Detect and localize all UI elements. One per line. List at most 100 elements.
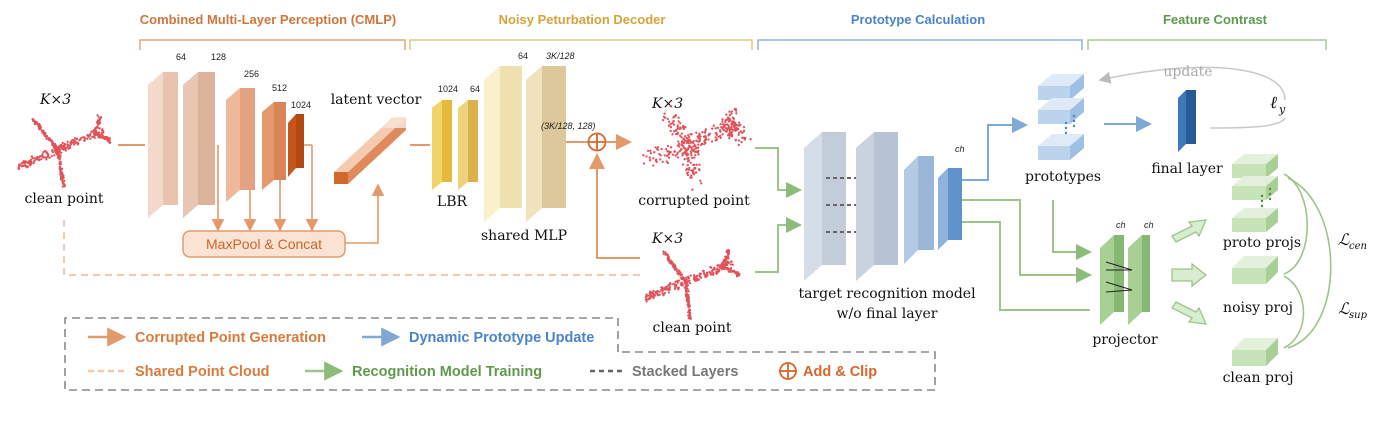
point bbox=[666, 161, 670, 165]
point bbox=[726, 127, 729, 130]
point bbox=[666, 259, 670, 262]
point bbox=[727, 125, 731, 129]
svg-text:ℒ: ℒ bbox=[1338, 230, 1350, 249]
point bbox=[735, 109, 738, 112]
point bbox=[729, 263, 732, 266]
point bbox=[674, 280, 677, 283]
point bbox=[692, 140, 695, 143]
point bbox=[687, 147, 690, 150]
point bbox=[741, 131, 744, 135]
point bbox=[736, 273, 739, 276]
point bbox=[86, 133, 89, 137]
point bbox=[653, 293, 656, 297]
point bbox=[688, 305, 691, 308]
point bbox=[715, 272, 718, 275]
point bbox=[684, 293, 687, 296]
point bbox=[685, 167, 689, 170]
svg-text:latent vector: latent vector bbox=[331, 92, 422, 108]
point bbox=[725, 113, 728, 116]
point bbox=[42, 150, 45, 154]
point bbox=[704, 138, 708, 141]
cmlp-layer-1024: 1024 bbox=[288, 100, 311, 177]
point bbox=[98, 117, 102, 120]
point bbox=[742, 125, 746, 129]
point bbox=[716, 126, 720, 129]
point bbox=[60, 167, 63, 171]
point bbox=[97, 135, 100, 138]
point bbox=[102, 137, 105, 140]
svg-text:64: 64 bbox=[518, 51, 528, 61]
point bbox=[709, 271, 712, 274]
point bbox=[666, 253, 669, 257]
point bbox=[735, 112, 738, 115]
point bbox=[64, 149, 68, 152]
point bbox=[45, 137, 48, 140]
projector: ch ch projector bbox=[1092, 220, 1158, 348]
point bbox=[681, 152, 684, 155]
point bbox=[646, 149, 650, 153]
point bbox=[714, 127, 717, 130]
point bbox=[655, 160, 658, 163]
point bbox=[702, 271, 706, 275]
point bbox=[684, 135, 687, 138]
point bbox=[96, 122, 100, 125]
point bbox=[46, 152, 49, 155]
point bbox=[48, 156, 51, 160]
point bbox=[41, 153, 44, 156]
point bbox=[724, 256, 727, 260]
svg-text:Prototype Calculation: Prototype Calculation bbox=[851, 12, 985, 27]
final-layer: final layer bbox=[1151, 90, 1223, 177]
point bbox=[727, 252, 730, 256]
svg-text:clean point: clean point bbox=[25, 191, 104, 207]
point bbox=[698, 274, 701, 278]
svg-text:512: 512 bbox=[272, 83, 287, 93]
point bbox=[654, 290, 657, 294]
point bbox=[689, 141, 692, 144]
point bbox=[654, 146, 657, 149]
section-header-decoder: Noisy Peturbation Decoder bbox=[409, 12, 753, 50]
point bbox=[75, 137, 78, 141]
point bbox=[740, 140, 743, 144]
point bbox=[725, 129, 728, 133]
point bbox=[667, 156, 671, 159]
maxpool-concat-box: MaxPool & Concat bbox=[182, 230, 346, 258]
point bbox=[650, 292, 653, 296]
point bbox=[727, 134, 730, 137]
noisy-proj: noisy proj bbox=[1223, 256, 1293, 316]
svg-text:clean proj: clean proj bbox=[1223, 370, 1294, 386]
cmlp-layer-128: 128 bbox=[183, 52, 226, 218]
point bbox=[698, 272, 701, 275]
point bbox=[652, 296, 655, 300]
point bbox=[682, 138, 685, 141]
point bbox=[728, 110, 731, 113]
svg-text:prototypes: prototypes bbox=[1025, 169, 1101, 185]
point bbox=[676, 270, 679, 273]
point bbox=[672, 130, 676, 133]
point bbox=[66, 140, 69, 143]
point bbox=[17, 164, 21, 168]
point bbox=[721, 261, 725, 264]
point bbox=[70, 139, 73, 143]
point bbox=[736, 271, 740, 274]
proto-projs: proto projs bbox=[1223, 154, 1301, 251]
update-loop: update bbox=[1098, 64, 1286, 129]
svg-text:projector: projector bbox=[1092, 332, 1158, 348]
model-to-projector-arrows bbox=[962, 199, 1092, 311]
point bbox=[667, 120, 671, 123]
point bbox=[677, 142, 681, 146]
point bbox=[662, 287, 665, 290]
point bbox=[684, 152, 687, 156]
point bbox=[40, 157, 43, 161]
point bbox=[669, 129, 672, 133]
point bbox=[687, 168, 691, 171]
point bbox=[729, 127, 732, 130]
point bbox=[689, 161, 692, 164]
svg-text:128: 128 bbox=[211, 52, 226, 62]
point bbox=[63, 179, 66, 182]
point bbox=[61, 141, 64, 145]
point bbox=[107, 138, 111, 142]
point bbox=[96, 114, 99, 117]
point bbox=[674, 154, 677, 157]
point bbox=[656, 294, 660, 297]
point bbox=[724, 262, 727, 265]
